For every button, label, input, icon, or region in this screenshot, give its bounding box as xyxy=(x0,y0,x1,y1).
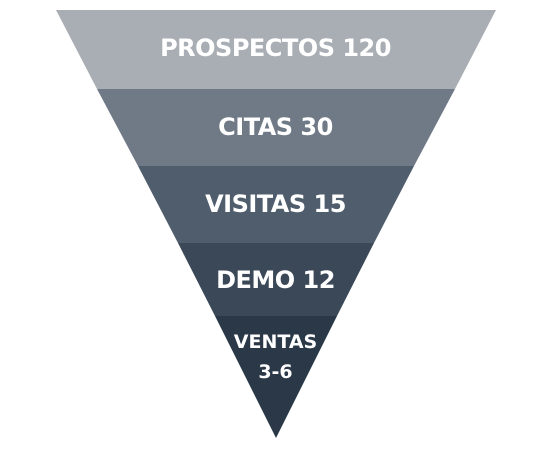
funnel-stage-ventas xyxy=(215,316,337,438)
funnel-stage-visitas xyxy=(138,166,414,243)
funnel-stage-demo xyxy=(178,243,374,316)
stage-label-ventas-title: VENTAS xyxy=(233,331,318,353)
stage-label-citas: CITAS 30 xyxy=(218,113,333,141)
funnel-stage-citas xyxy=(97,89,455,166)
stage-label-demo: DEMO 12 xyxy=(216,266,335,294)
stage-label-prospectos: PROSPECTOS 120 xyxy=(160,34,391,62)
stage-label-ventas-value: 3-6 xyxy=(258,361,293,383)
stage-label-visitas: VISITAS 15 xyxy=(205,190,346,218)
stage-label-ventas: VENTAS 3-6 xyxy=(0,327,551,387)
funnel-stage-prospectos xyxy=(56,10,496,89)
